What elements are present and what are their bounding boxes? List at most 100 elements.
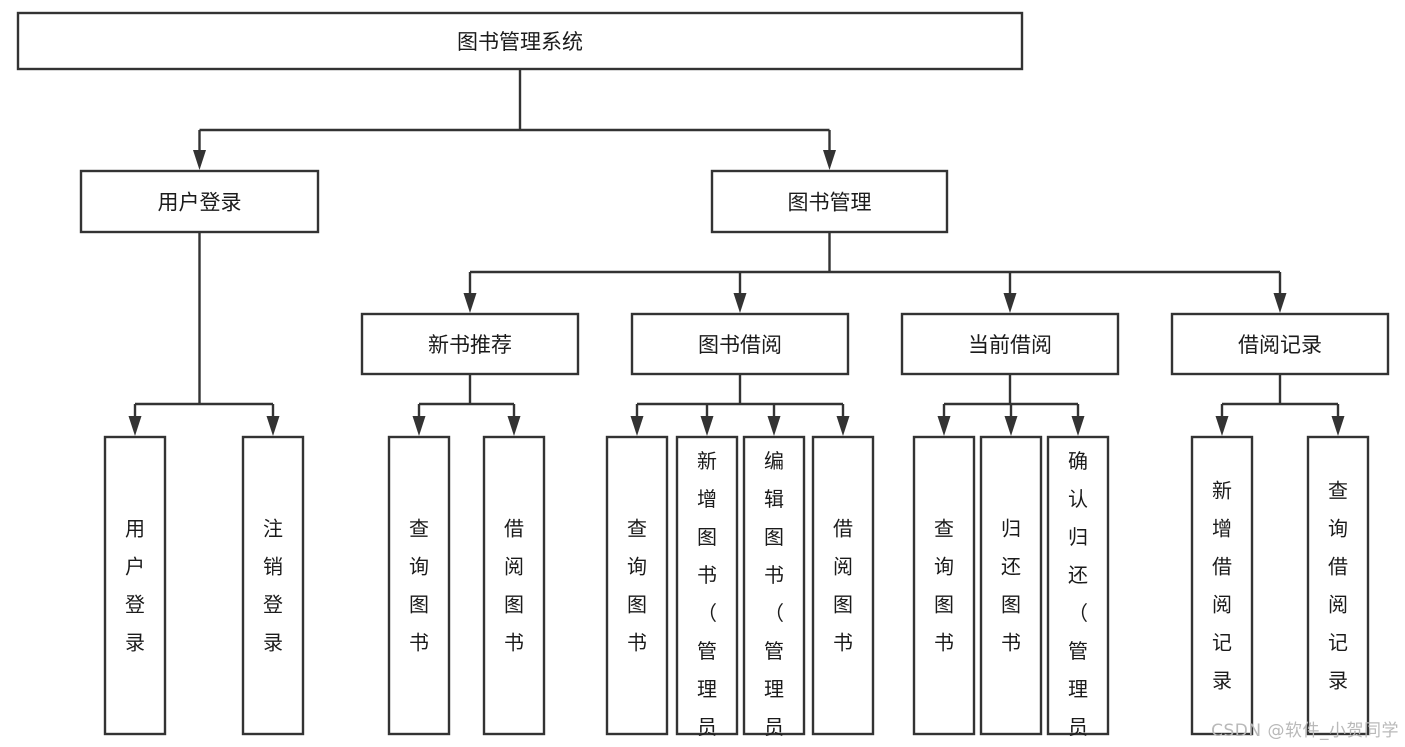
svg-text:辑: 辑 — [764, 487, 784, 511]
svg-text:借: 借 — [833, 517, 853, 541]
svg-text:编: 编 — [764, 449, 784, 473]
node-label-root: 图书管理系统 — [457, 30, 583, 54]
svg-text:还: 还 — [1001, 555, 1021, 579]
node-box-leaf-query-record[interactable] — [1306, 435, 1370, 736]
node-box-leaf-user-login[interactable] — [103, 435, 167, 736]
svg-text:还: 还 — [1068, 563, 1088, 587]
svg-text:管: 管 — [697, 639, 717, 663]
node-box-leaf-query-book-3[interactable] — [912, 435, 976, 736]
svg-text:理: 理 — [1068, 677, 1088, 701]
svg-text:归: 归 — [1068, 525, 1088, 549]
arrow-head-icon — [507, 416, 521, 436]
svg-text:增: 增 — [1212, 517, 1232, 541]
svg-text:归: 归 — [1001, 517, 1021, 541]
node-box-leaf-query-book-2[interactable] — [605, 435, 669, 736]
node-leaf-user-login[interactable]: 用户登录 — [103, 435, 167, 736]
svg-text:录: 录 — [1328, 669, 1348, 693]
node-book-borrow[interactable]: 图书借阅 — [630, 312, 850, 376]
edges-layer — [128, 69, 1345, 436]
svg-text:新: 新 — [697, 449, 717, 473]
arrow-head-icon — [630, 416, 644, 436]
node-box-current-borrow[interactable] — [900, 312, 1120, 376]
svg-text:查: 查 — [1328, 479, 1348, 503]
arrow-head-icon — [412, 416, 426, 436]
node-box-borrow-record[interactable] — [1170, 312, 1390, 376]
node-book-manage[interactable]: 图书管理 — [710, 169, 949, 234]
svg-text:理: 理 — [697, 677, 717, 701]
svg-text:图: 图 — [833, 593, 853, 617]
node-box-leaf-borrow-book-2[interactable] — [811, 435, 875, 736]
arrow-head-icon — [1215, 416, 1229, 436]
node-label-user-login: 用户登录 — [158, 191, 242, 215]
arrow-head-icon — [1004, 416, 1018, 436]
svg-text:借: 借 — [504, 517, 524, 541]
node-label-new-book-recommend: 新书推荐 — [428, 333, 512, 357]
svg-text:增: 增 — [697, 487, 717, 511]
arrow-head-icon — [823, 150, 836, 170]
svg-text:管: 管 — [1068, 639, 1088, 663]
node-box-book-manage[interactable] — [710, 169, 949, 234]
svg-text:注: 注 — [263, 517, 283, 541]
node-box-leaf-add-record[interactable] — [1190, 435, 1254, 736]
svg-text:（: （ — [697, 601, 717, 625]
node-box-user-login[interactable] — [79, 169, 320, 234]
arrow-head-icon — [836, 416, 850, 436]
node-root[interactable]: 图书管理系统 — [16, 11, 1024, 71]
svg-text:阅: 阅 — [1212, 593, 1232, 617]
svg-text:借: 借 — [1212, 555, 1232, 579]
svg-text:阅: 阅 — [833, 555, 853, 579]
arrow-head-icon — [767, 416, 781, 436]
node-label-borrow-record: 借阅记录 — [1238, 333, 1322, 357]
node-box-leaf-logout[interactable] — [241, 435, 305, 736]
svg-text:查: 查 — [409, 517, 429, 541]
arrow-head-icon — [733, 293, 747, 313]
svg-text:员: 员 — [1068, 715, 1088, 739]
node-box-root[interactable] — [16, 11, 1024, 71]
node-current-borrow[interactable]: 当前借阅 — [900, 312, 1120, 376]
node-user-login[interactable]: 用户登录 — [79, 169, 320, 234]
svg-text:书: 书 — [627, 631, 647, 655]
svg-text:书: 书 — [697, 563, 717, 587]
svg-text:记: 记 — [1212, 631, 1232, 655]
node-new-book-recommend[interactable]: 新书推荐 — [360, 312, 580, 376]
svg-text:图: 图 — [934, 593, 954, 617]
node-box-leaf-return-book[interactable] — [979, 435, 1043, 736]
node-box-leaf-confirm-return[interactable] — [1046, 435, 1110, 736]
node-box-leaf-borrow-book-1[interactable] — [482, 435, 546, 736]
svg-text:图: 图 — [409, 593, 429, 617]
svg-text:询: 询 — [409, 555, 429, 579]
nodes-layer: 图书管理系统用户登录图书管理新书推荐图书借阅当前借阅借阅记录用户登录注销登录查询… — [16, 11, 1390, 747]
node-borrow-record[interactable]: 借阅记录 — [1170, 312, 1390, 376]
node-label-leaf-user-login: 用户登录 — [125, 517, 145, 655]
svg-text:录: 录 — [263, 631, 283, 655]
node-box-leaf-edit-book[interactable] — [742, 435, 806, 736]
arrow-head-icon — [1331, 416, 1345, 436]
node-box-book-borrow[interactable] — [630, 312, 850, 376]
svg-text:记: 记 — [1328, 631, 1348, 655]
svg-text:销: 销 — [263, 555, 283, 579]
node-box-leaf-add-book[interactable] — [675, 435, 739, 736]
node-box-new-book-recommend[interactable] — [360, 312, 580, 376]
svg-text:确: 确 — [1068, 449, 1088, 473]
node-box-leaf-query-book-1[interactable] — [387, 435, 451, 736]
svg-text:查: 查 — [934, 517, 954, 541]
